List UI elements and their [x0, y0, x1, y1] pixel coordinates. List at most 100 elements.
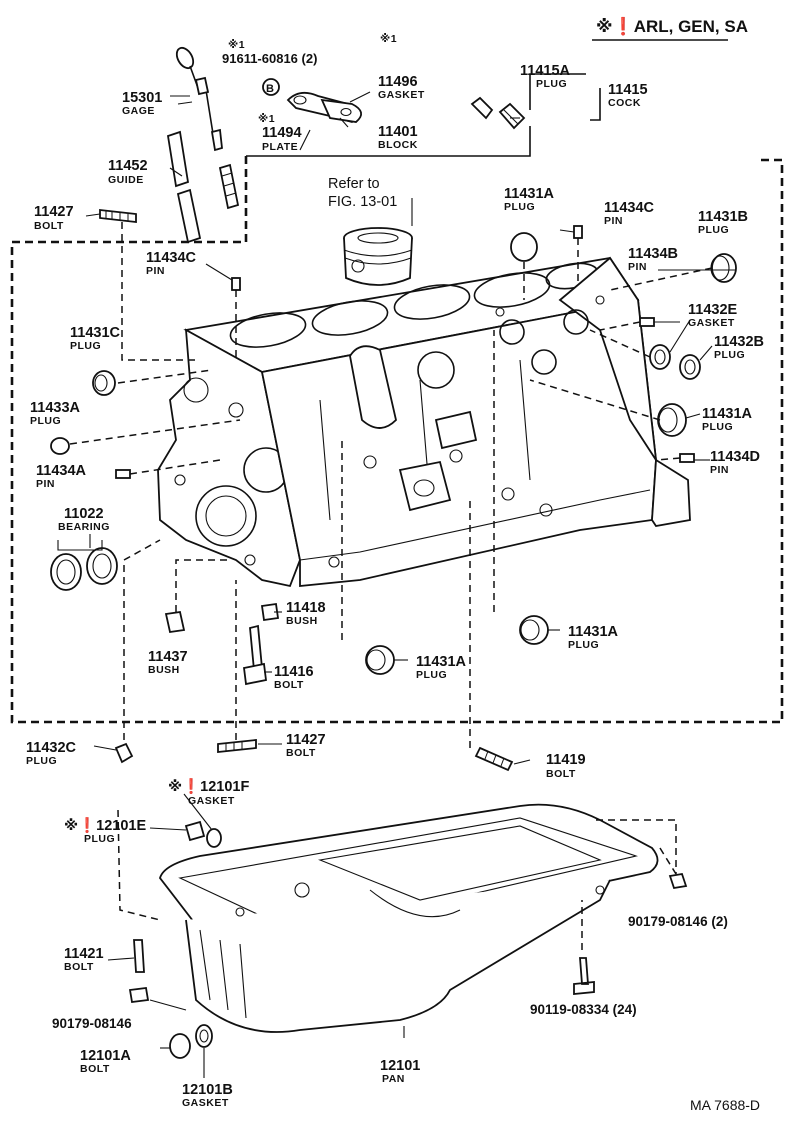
bush-11418 — [260, 602, 280, 622]
piston — [343, 227, 413, 286]
label-11431a-right-number: 11431A — [702, 406, 753, 422]
engine-block — [157, 256, 691, 588]
label-11022-name: BEARING — [58, 521, 110, 533]
bolt-12101a — [169, 1033, 191, 1059]
label-12101e-name: PLUG — [84, 833, 115, 845]
label-11427-bottom-name: BOLT — [286, 747, 316, 759]
gasket-11432e — [649, 344, 671, 370]
label-11496-number: 11496 — [378, 74, 418, 90]
label-11437-name: BUSH — [148, 664, 180, 676]
bearing-11022 — [50, 540, 118, 591]
label-11022-number: 11022 — [64, 506, 104, 522]
label-15301-name: GAGE — [122, 105, 155, 117]
label-11496-name: GASKET — [378, 89, 425, 101]
label-11431a-lower-right-number: 11431A — [568, 624, 619, 640]
label-11434b-number: 11434B — [628, 246, 678, 262]
label-11401-number: 11401 — [378, 124, 418, 140]
header: ※❗ARL, GEN, SA — [592, 16, 748, 41]
pin-11434b — [639, 317, 655, 327]
bolt-11416 — [243, 624, 267, 686]
plug-11432c — [114, 742, 134, 764]
label-15301-number: 15301 — [122, 90, 162, 106]
plug-11431b — [710, 253, 737, 283]
label-11416-name: BOLT — [274, 679, 304, 691]
label-12101a-name: BOLT — [80, 1063, 110, 1075]
label-90179: 90179-08146 — [52, 1016, 132, 1031]
label-11416-number: 11416 — [274, 664, 314, 680]
label-11432e-number: 11432E — [688, 302, 738, 318]
label-12101b-name: GASKET — [182, 1097, 229, 1109]
label-11432c-name: PLUG — [26, 755, 57, 767]
pin-11434c-left — [231, 277, 241, 291]
label-11434d-name: PIN — [710, 464, 729, 476]
labels: ※1 91611-60816 (2) ※1 11496 GASKET ※1 11… — [26, 33, 764, 1113]
label-11418-name: BUSH — [286, 615, 318, 627]
label-11434b-name: PIN — [628, 261, 647, 273]
diagram-code: MA 7688-D — [690, 1097, 760, 1113]
label-11419-number: 11419 — [546, 752, 586, 768]
label-11432b-name: PLUG — [714, 349, 745, 361]
label-12101-name: PAN — [382, 1073, 405, 1085]
label-11427-bottom-number: 11427 — [286, 732, 326, 748]
label-11432c-number: 11432C — [26, 740, 77, 756]
plate-gasket — [286, 91, 362, 124]
label-11415a-number: 11415A — [520, 63, 571, 79]
label-11433a-name: PLUG — [30, 415, 61, 427]
label-12101e-marker: ※❗ — [64, 816, 96, 834]
label-11437-number: 11437 — [148, 649, 188, 665]
plug-11431c — [92, 370, 116, 396]
drain-cock — [470, 96, 526, 130]
label-11434c-top-number: 11434C — [604, 200, 655, 216]
pin-11434c-top — [573, 225, 583, 239]
svg-text:※❗12101F: ※❗12101F — [168, 777, 249, 795]
nut-90179 — [128, 986, 150, 1004]
plug-11431a-right — [657, 403, 687, 437]
label-11434a-number: 11434A — [36, 463, 87, 479]
label-11419-name: BOLT — [546, 768, 576, 780]
plug-11432b — [679, 354, 701, 380]
bolt-90179-2 — [668, 872, 688, 890]
label-11415a-name: PLUG — [536, 78, 567, 90]
label-11431b-number: 11431B — [698, 209, 748, 225]
label-11418-number: 11418 — [286, 600, 326, 616]
label-11431a-bottom-center-number: 11431A — [416, 654, 467, 670]
stud-bolt-11419 — [474, 746, 514, 772]
block-group-frame — [10, 126, 784, 724]
label-12101-number: 12101 — [380, 1058, 420, 1074]
label-11431a-lower-right-name: PLUG — [568, 639, 599, 651]
label-11421-name: BOLT — [64, 961, 94, 973]
plug-12101e — [184, 820, 206, 842]
label-11433a-number: 11433A — [30, 400, 81, 416]
label-11431a-bottom-center-name: PLUG — [416, 669, 447, 681]
stud-bolt-11427-bottom — [217, 739, 257, 753]
bolt-91611: B — [262, 78, 280, 96]
label-11431a-top-number: 11431A — [504, 186, 555, 202]
dipstick-gage — [175, 46, 223, 152]
label-11431c-name: PLUG — [70, 340, 101, 352]
label-11421-number: 11421 — [64, 946, 104, 962]
plug-11431a-top — [510, 232, 538, 262]
label-12101b-number: 12101B — [182, 1082, 233, 1098]
label-11427-top-name: BOLT — [34, 220, 64, 232]
pin-11434d — [679, 453, 695, 463]
gasket-12101b — [195, 1024, 213, 1048]
label-11434c-top-name: PIN — [604, 215, 623, 227]
label-11496-marker: ※1 — [380, 33, 397, 45]
plug-11431a-lower-right — [519, 615, 549, 645]
guide-tube — [166, 130, 240, 244]
label-91611-marker: ※1 — [228, 39, 245, 51]
label-11434c-left-number: 11434C — [146, 250, 197, 266]
label-12101a-number: 12101A — [80, 1048, 131, 1064]
label-11431c-number: 11431C — [70, 325, 121, 341]
plug-11431a-bottom-center — [365, 645, 395, 675]
label-11431b-name: PLUG — [698, 224, 729, 236]
bush-11437 — [164, 610, 186, 634]
label-91611: 91611-60816 (2) — [222, 51, 317, 66]
label-12101f-name: GASKET — [188, 795, 235, 807]
label-11494-name: PLATE — [262, 141, 298, 153]
label-11415-number: 11415 — [608, 82, 648, 98]
label-90179-2: 90179-08146 (2) — [628, 914, 728, 929]
label-11432e-name: GASKET — [688, 317, 735, 329]
stud-11421 — [133, 939, 145, 973]
